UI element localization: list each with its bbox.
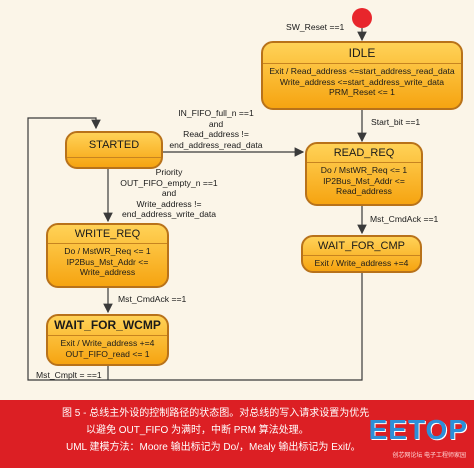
figure-caption: 图 5 - 总线主外设的控制路径的状态图。对总线的写入请求设置为优先 以避免 O… [0, 400, 474, 468]
state-action-list: Exit / Read_address <=start_address_read… [263, 64, 461, 98]
transition-arrows [27, 8, 372, 381]
state-action: Do / MstWR_Req <= 1 [320, 165, 408, 175]
state-action: OUT_FIFO_read <= 1 [65, 348, 150, 359]
label-line: Write_address != [136, 198, 202, 209]
transition-label-priority: Priority OUT_FIFO_empty_n ==1 and Write_… [110, 167, 228, 220]
transition-label-start-bit: Start_bit ==1 [371, 117, 421, 127]
label-line: end_address_read_data [169, 139, 263, 150]
caption-line-2: 以避免 OUT_FIFO 为满时，中断 PRM 算法处理。 [86, 425, 309, 436]
state-action: Exit / Write_address +=4 [314, 258, 409, 268]
state-action: Exit / Write_address +=4 [60, 338, 155, 348]
state-name: WAIT_FOR_CMP [303, 237, 420, 256]
caption-line-1: 图 5 - 总线主外设的控制路径的状态图。对总线的写入请求设置为优先 [62, 408, 370, 419]
initial-state-dot [352, 8, 372, 28]
transition-label-sw-reset: SW_Reset ==1 [286, 22, 345, 32]
state-action-list: Do / MstWR_Req <= 1 IP2Bus_Mst_Addr <= R… [307, 163, 421, 197]
label-line: OUT_FIFO_empty_n ==1 [120, 177, 218, 188]
state-action-list: Exit / Write_address +=4 [303, 256, 420, 269]
state-action-list: Exit / Write_address +=4 OUT_FIFO_read <… [48, 336, 167, 359]
state-started: STARTED [65, 131, 163, 169]
caption-line-3: UML 建模方法：Moore 输出标记为 Do/，Mealy 输出标记为 Exi… [66, 442, 361, 453]
state-action: Exit / Read_address <=start_address_read… [269, 66, 455, 76]
state-action: PRM_Reset <= 1 [329, 87, 395, 97]
state-diagram: IDLE Exit / Read_address <=start_address… [27, 8, 463, 381]
eetop-logo-subtitle: 创芯网论坛 电子工程师家园 [392, 453, 466, 459]
state-action: Write_address <=start_address_write_data [279, 76, 445, 87]
state-name: WAIT_FOR_WCMP [48, 316, 167, 336]
state-action: IP2Bus_Mst_Addr <= [323, 175, 405, 186]
arrow-wait-for-cmp-to-started [27, 117, 363, 381]
state-wait-for-wcmp: WAIT_FOR_WCMP Exit / Write_address +=4 O… [46, 314, 169, 366]
label-line: IN_FIFO_full_n ==1 [178, 108, 254, 118]
label-line: and [208, 118, 224, 129]
state-action: Read_address [336, 186, 392, 196]
transition-label-cmplt: Mst_Cmplt = ==1 [36, 370, 102, 380]
state-idle: IDLE Exit / Read_address <=start_address… [261, 41, 463, 110]
state-read-req: READ_REQ Do / MstWR_Req <= 1 IP2Bus_Mst_… [305, 142, 423, 206]
state-write-req: WRITE_REQ Do / MstWR_Req <= 1 IP2Bus_Mst… [46, 223, 169, 288]
transition-label-in-fifo: IN_FIFO_full_n ==1 and Read_address != e… [158, 108, 274, 150]
eetop-logo: EETOP [368, 414, 468, 445]
state-action-list: Do / MstWR_Req <= 1 IP2Bus_Mst_Addr <= W… [48, 244, 167, 278]
state-action: Do / MstWR_Req <= 1 [64, 246, 151, 256]
label-line: Read_address != [183, 129, 249, 139]
label-line: end_address_write_data [121, 209, 217, 219]
label-line: and [161, 188, 177, 198]
state-name: STARTED [67, 133, 161, 158]
state-wait-for-cmp: WAIT_FOR_CMP Exit / Write_address +=4 [301, 235, 422, 273]
state-action: IP2Bus_Mst_Addr <= [66, 256, 149, 267]
label-line: Priority [155, 167, 183, 177]
transition-label-read-cmdack: Mst_CmdAck ==1 [370, 214, 439, 224]
transition-label-write-cmdack: Mst_CmdAck ==1 [118, 294, 187, 304]
state-action: Write_address [79, 267, 136, 277]
state-name: READ_REQ [307, 144, 421, 163]
state-name: WRITE_REQ [48, 225, 167, 244]
state-name: IDLE [263, 43, 461, 64]
